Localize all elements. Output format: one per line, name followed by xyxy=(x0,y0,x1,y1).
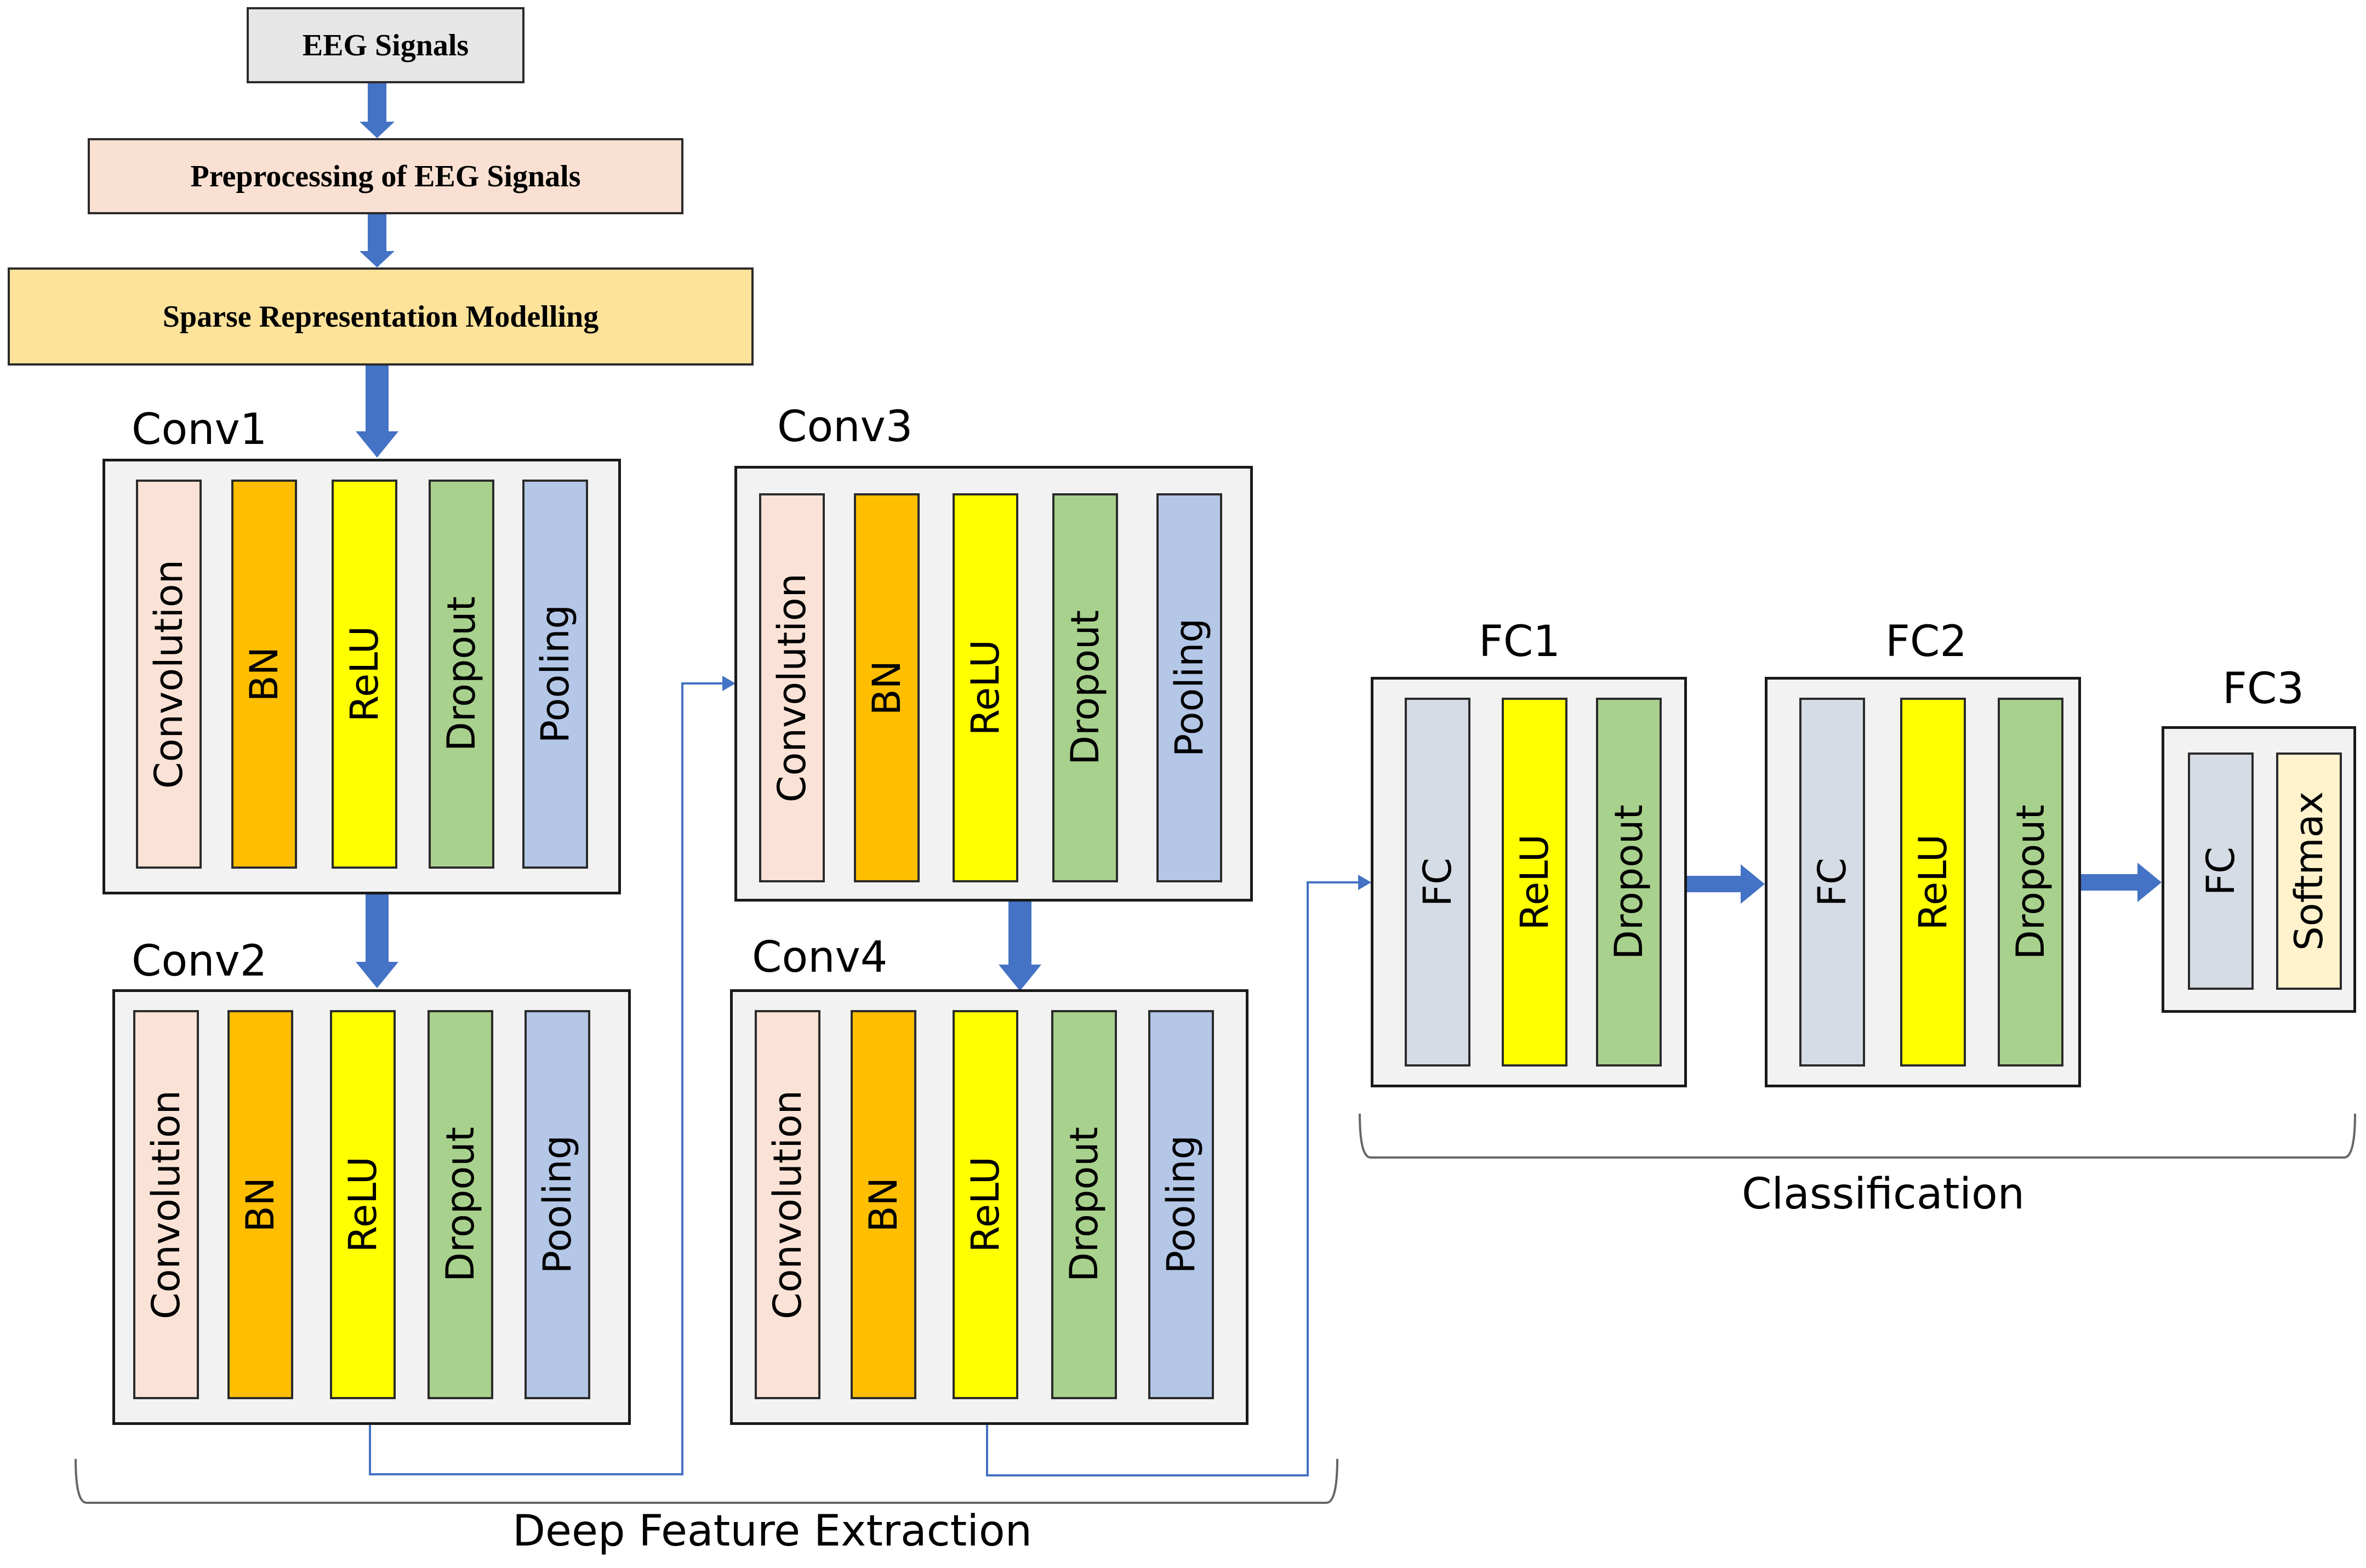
conv2-layer-label: Convolution xyxy=(144,1090,189,1320)
conv4-layer-pooling: Pooling xyxy=(1148,1010,1214,1399)
fc2-layer-fc: FC xyxy=(1799,698,1865,1067)
fc3-title: FC3 xyxy=(2222,664,2304,714)
arrow-fc2-to-fc3 xyxy=(2081,863,2162,902)
conv4-layer-convolution: Convolution xyxy=(755,1010,820,1399)
conv3-layer-label: BN xyxy=(864,660,909,716)
conv2-title: Conv2 xyxy=(132,937,267,986)
conv4-layer-label: BN xyxy=(861,1177,906,1233)
conv1-layer-label: Convolution xyxy=(146,559,191,789)
conv4-layer-label: Convolution xyxy=(765,1090,810,1320)
fc1-layer-relu: ReLU xyxy=(1502,698,1567,1067)
connector-conv2-to-conv3-head xyxy=(722,676,736,691)
conv2-layer-label: Dropout xyxy=(438,1127,483,1282)
fc2-layer-relu: ReLU xyxy=(1900,698,1966,1067)
conv1-title: Conv1 xyxy=(132,405,267,454)
conv1-layer-label: Dropout xyxy=(439,596,484,752)
conv4-layer-bn: BN xyxy=(851,1010,916,1399)
eeg-signals-label: EEG Signals xyxy=(302,28,469,62)
fc1-layer-fc: FC xyxy=(1405,698,1470,1067)
connector-conv4-to-fc1 xyxy=(986,881,1359,1476)
conv1-layer-convolution: Convolution xyxy=(136,480,202,869)
preprocessing-box: Preprocessing of EEG Signals xyxy=(88,138,683,214)
classification-brace xyxy=(1359,1113,2356,1159)
conv1-layer-bn: BN xyxy=(231,480,297,869)
conv2-layer-pooling: Pooling xyxy=(524,1010,590,1399)
fc1-layer-label: ReLU xyxy=(1512,834,1557,931)
fc3-layer-fc: FC xyxy=(2188,752,2254,990)
conv4-layer-label: ReLU xyxy=(963,1156,1008,1253)
fc3-layer-label: FC xyxy=(2198,846,2243,896)
conv3-layer-relu: ReLU xyxy=(953,493,1018,882)
arrow-preprocessing-to-sparse xyxy=(360,214,395,267)
conv2-layer-label: ReLU xyxy=(340,1156,385,1253)
preprocessing-label: Preprocessing of EEG Signals xyxy=(190,159,581,193)
sparse-modelling-box: Sparse Representation Modelling xyxy=(8,267,754,366)
conv1-layer-label: BN xyxy=(242,646,287,702)
conv2-layer-relu: ReLU xyxy=(330,1010,396,1399)
conv4-layer-relu: ReLU xyxy=(953,1010,1018,1399)
classification-caption: Classification xyxy=(1742,1170,2025,1219)
arrow-eeg-to-preprocessing xyxy=(360,83,395,138)
conv3-layer-label: Convolution xyxy=(769,573,814,803)
conv4-title: Conv4 xyxy=(752,933,888,982)
fc2-layer-label: Dropout xyxy=(2008,804,2053,960)
conv3-layer-label: ReLU xyxy=(963,640,1008,736)
conv2-layer-bn: BN xyxy=(227,1010,293,1399)
conv2-layer-label: Pooling xyxy=(535,1135,580,1274)
conv4-layer-label: Dropout xyxy=(1062,1127,1107,1282)
fc1-layer-dropout: Dropout xyxy=(1596,698,1662,1067)
arrow-conv1-to-conv2 xyxy=(356,894,398,988)
conv1-layer-label: ReLU xyxy=(342,626,387,722)
conv3-layer-label: Pooling xyxy=(1167,618,1212,757)
conv3-layer-convolution: Convolution xyxy=(759,493,825,882)
fc1-layer-label: Dropout xyxy=(1606,804,1651,960)
conv3-layer-dropout: Dropout xyxy=(1052,493,1118,882)
eeg-signals-box: EEG Signals xyxy=(247,7,524,83)
fc2-title: FC2 xyxy=(1885,617,1967,666)
sparse-modelling-label: Sparse Representation Modelling xyxy=(162,299,599,334)
feature-extraction-brace xyxy=(75,1458,1338,1504)
conv2-layer-dropout: Dropout xyxy=(427,1010,493,1399)
arrow-fc1-to-fc2 xyxy=(1687,864,1765,904)
conv3-title: Conv3 xyxy=(777,402,913,452)
fc3-layer-label: Softmax xyxy=(2287,791,2331,951)
conv2-layer-label: BN xyxy=(238,1177,283,1233)
connector-conv4-to-fc1-head xyxy=(1358,875,1371,890)
fc2-layer-label: FC xyxy=(1810,857,1855,907)
conv3-layer-label: Dropout xyxy=(1063,610,1108,766)
conv1-layer-relu: ReLU xyxy=(332,480,397,869)
fc1-layer-label: FC xyxy=(1415,857,1460,907)
conv1-layer-label: Pooling xyxy=(533,605,578,744)
fc2-layer-dropout: Dropout xyxy=(1998,698,2063,1067)
arrow-conv3-to-conv4 xyxy=(999,902,1041,991)
fc3-layer-softmax: Softmax xyxy=(2276,752,2342,990)
arrow-sparse-to-conv1 xyxy=(356,366,398,458)
connector-conv2-to-conv3 xyxy=(369,682,723,1475)
conv2-layer-convolution: Convolution xyxy=(133,1010,199,1399)
conv3-layer-bn: BN xyxy=(854,493,920,882)
conv3-layer-pooling: Pooling xyxy=(1156,493,1222,882)
conv1-layer-dropout: Dropout xyxy=(429,480,494,869)
fc2-layer-label: ReLU xyxy=(1911,834,1955,931)
feature-extraction-caption: Deep Feature Extraction xyxy=(512,1507,1033,1556)
fc1-title: FC1 xyxy=(1479,617,1560,666)
conv4-layer-label: Pooling xyxy=(1159,1135,1204,1274)
conv1-layer-pooling: Pooling xyxy=(522,480,588,869)
conv4-layer-dropout: Dropout xyxy=(1051,1010,1117,1399)
